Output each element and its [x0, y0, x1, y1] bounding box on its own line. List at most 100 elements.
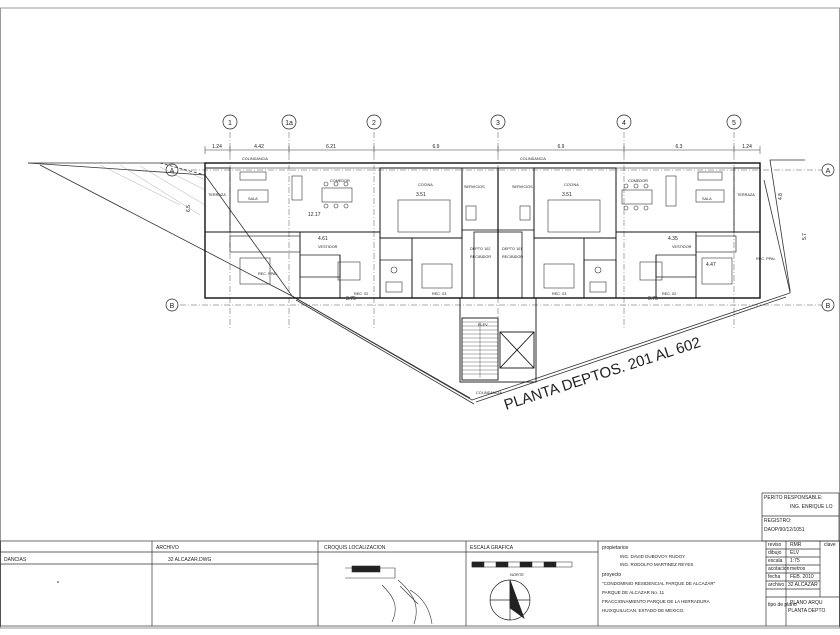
- axis-label-2: 2: [372, 120, 376, 127]
- dim-top-5: 6.9: [558, 144, 565, 150]
- dim-5-7: 5.7: [802, 233, 808, 240]
- room-labels: COLINDANCIA COLINDANCIA COMEDOR COMEDOR …: [208, 157, 776, 395]
- dim-top-1: 1.24: [212, 144, 222, 150]
- tb-tipo-value-2: PLANTA DEPTO: [788, 608, 825, 614]
- tb-dibujo-label: dibujo: [768, 550, 782, 556]
- tb-registro-label: REGISTRO:: [764, 518, 792, 524]
- axis-label-1a: 1a: [285, 120, 293, 127]
- tb-archivo-label: archivo: [768, 582, 784, 588]
- dot-mark: [57, 581, 59, 583]
- tb-acot-value: metros: [790, 566, 806, 572]
- stair-treads: [462, 321, 498, 378]
- tb-col1-row: DANCIAS: [4, 557, 27, 563]
- dim-top-6: 6.3: [676, 144, 683, 150]
- tb-escala-header: ESCALA GRAFICA: [470, 545, 514, 551]
- tb-archivo-file: 32 ALCAZAR.DWG: [168, 557, 211, 563]
- label-depto-right: DEPTO 101: [502, 247, 522, 251]
- label-rec-ppal-right: REC. PPAL: [756, 257, 776, 261]
- label-elevator: ELEV.: [478, 323, 488, 327]
- tb-tipo-value-1: PLANO ARQU: [790, 600, 823, 606]
- label-comedor-left: COMEDOR: [330, 179, 350, 183]
- room-dimension-labels: 12.17 3.51 3.51 4.61 4.35 3.75 3.75 4.47…: [186, 192, 808, 302]
- tb-fecha-value: FEB. 2010: [790, 574, 814, 580]
- dim-4-8: 4.8: [778, 193, 784, 200]
- label-colindancia-left: COLINDANCIA: [242, 157, 268, 161]
- north-arrow-icon: [489, 579, 531, 621]
- axis-grid: [180, 132, 828, 330]
- label-recibidor-left: RECIBIDOR: [470, 255, 491, 259]
- tb-proyecto-2: PARQUE DE ALCAZAR No. 11: [602, 590, 665, 595]
- dim-top-3: 6.21: [326, 144, 336, 150]
- building-footprint: [204, 162, 761, 299]
- label-terraza-right: TERRAZA: [737, 193, 755, 197]
- dim-12-17: 12.17: [308, 212, 321, 218]
- label-rec2-right: REC. 02: [662, 292, 676, 296]
- dim-top-7: 1.24: [742, 144, 752, 150]
- tb-proyecto-4: HUIXQUILUCAN, ESTADO DE MEXICO.: [602, 608, 684, 613]
- label-sala-left: SALA: [248, 197, 258, 201]
- label-rec2-left: REC. 02: [354, 292, 368, 296]
- tb-revisor-label: reviso: [768, 542, 782, 548]
- axis-label-a-right: A: [826, 168, 831, 175]
- axis-label-b-left: B: [170, 303, 175, 310]
- tb-registro-value: DAOP/90/12/1051: [764, 527, 805, 533]
- label-colindancia-right: COLINDANCIA: [520, 157, 546, 161]
- axis-bubbles-top: [222, 114, 742, 130]
- axis-label-1: 1: [228, 120, 232, 127]
- label-terraza-left: TERRAZA: [208, 193, 226, 197]
- tb-archivo-value: 32 ALCAZAR: [788, 582, 818, 588]
- label-vestidor-right: VESTIDOR: [672, 245, 692, 249]
- tb-perito-name: ING. ENRIQUE LO: [790, 504, 833, 510]
- axis-label-b-right: B: [826, 303, 831, 310]
- tb-propietarios-label: propietarios: [602, 545, 629, 551]
- tb-propietario-2: ING. RODOLFO MARTINEZ REYES: [620, 562, 693, 567]
- title-block-lines: [0, 492, 840, 627]
- title-block-text: PERITO RESPONSABLE: ING. ENRIQUE LO REGI…: [4, 495, 836, 614]
- dim-3-51-left: 3.51: [416, 192, 426, 198]
- tb-fecha-label: fecha: [768, 574, 780, 580]
- tb-acot-label: acotacion: [768, 566, 790, 572]
- tb-perito-label: PERITO RESPONSABLE:: [764, 495, 823, 501]
- tb-dibujo-value: ELV: [790, 550, 800, 556]
- graphic-scale: [471, 561, 573, 568]
- label-rec3-left: REC. 03: [432, 292, 446, 296]
- dim-top-4: 6.9: [433, 144, 440, 150]
- tb-propietario-1: ING. DAVID DUBOVOY RUDOY: [620, 554, 685, 559]
- tb-archivo-header: ARCHIVO: [156, 545, 179, 551]
- label-sala-right: SALA: [702, 197, 712, 201]
- tb-proyecto-label: proyecto: [602, 572, 621, 578]
- tb-escala-value: 1:75: [790, 558, 800, 564]
- dim-3-75-right: 3.75: [648, 296, 658, 302]
- label-cocina-right: COCINA: [564, 183, 579, 187]
- tb-revisor-value: RMR: [790, 542, 802, 548]
- label-colindancia-bottom: COLINDANCIA: [476, 391, 502, 395]
- furniture: [237, 171, 733, 293]
- label-servicios-left: SERVICIOS: [464, 185, 485, 189]
- label-vestidor-left: VESTIDOR: [318, 245, 338, 249]
- dim-4-47: 4.47: [706, 262, 716, 268]
- stair-core: [459, 297, 537, 383]
- label-cocina-left: COCINA: [418, 183, 433, 187]
- axis-label-5: 5: [732, 120, 736, 127]
- axis-label-a-left: A: [170, 168, 175, 175]
- location-sketch: [345, 565, 433, 625]
- tb-tipo-label: tipo de plano: [768, 602, 797, 608]
- sheet-border: [0, 7, 840, 629]
- tb-proyecto-1: "CONDOMINIO RESIDENCIAL PARQUE DE ALCAZA…: [602, 581, 716, 586]
- label-recibidor-right: RECIBIDOR: [502, 255, 523, 259]
- site-hatch: [99, 164, 206, 216]
- plan-title: PLANTA DEPTOS. 201 AL 602: [502, 334, 703, 414]
- axis-label-4: 4: [622, 120, 626, 127]
- dim-3-75-left: 3.75: [346, 296, 356, 302]
- dim-4-35: 4.35: [668, 236, 678, 242]
- dim-top-2: 4.42: [254, 144, 264, 150]
- dim-6-5: 6.5: [186, 205, 192, 212]
- label-servicios-right: SERVICIOS: [512, 185, 533, 189]
- tb-proyecto-3: FRACCIONAMIENTO PARQUE DE LA HERRADURA: [602, 599, 710, 604]
- axis-bubbles-side: [165, 163, 835, 312]
- tb-escala-label: escala: [768, 558, 783, 564]
- tb-croquis-header: CROQUIS LOCALIZACION: [324, 545, 386, 551]
- label-comedor-right: COMEDOR: [628, 179, 648, 183]
